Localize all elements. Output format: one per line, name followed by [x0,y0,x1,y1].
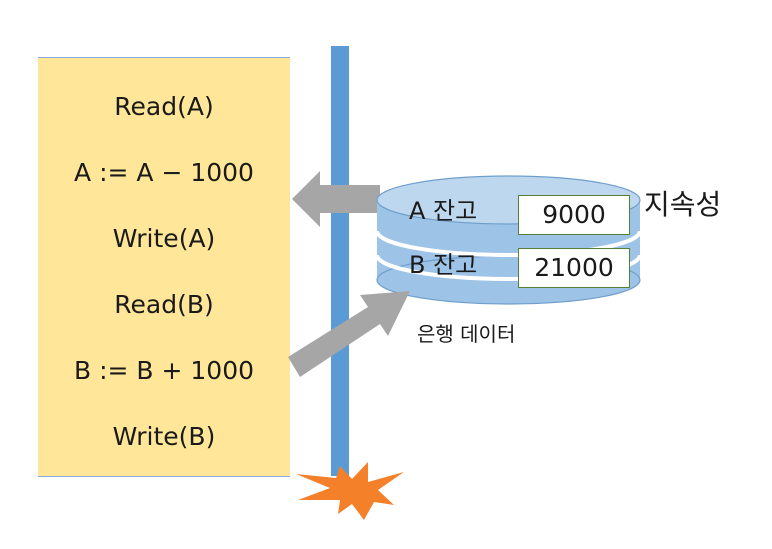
read-arrow [292,171,380,227]
step-write-b: Write(B) [112,422,216,451]
write-arrow [288,291,410,377]
transaction-panel: Read(A) A := A − 1000 Write(A) Read(B) B… [38,57,290,477]
account-a-label: A 잔고 [409,197,478,225]
bank-data-caption: 은행 데이터 [417,322,516,346]
durability-label: 지속성 [644,188,722,221]
account-b-value: 21000 [518,248,630,288]
explosion-burst-icon [296,462,404,520]
step-read-b: Read(B) [114,290,214,319]
step-write-a: Write(A) [112,224,216,253]
account-a-value: 9000 [518,195,630,235]
account-b-label: B 잔고 [409,251,478,279]
step-update-b: B := B + 1000 [73,356,255,385]
step-update-a: A := A − 1000 [74,158,254,187]
timeline-bar [331,46,349,476]
step-read-a: Read(A) [114,92,214,121]
